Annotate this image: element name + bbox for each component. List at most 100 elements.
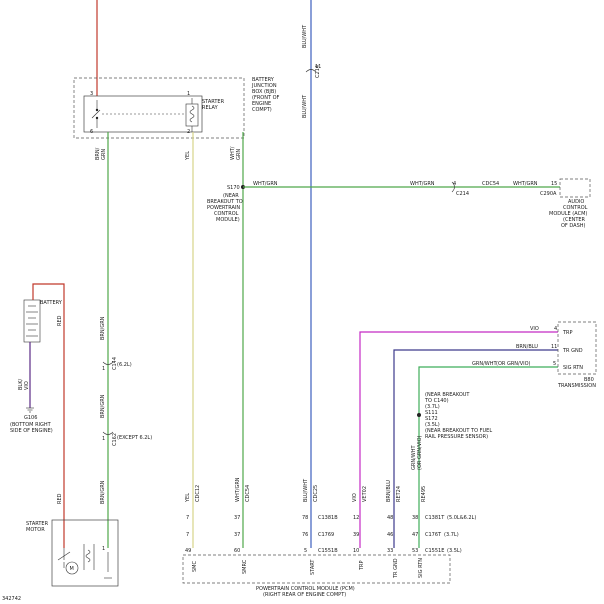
pin-r3-2: 5 [304, 548, 307, 554]
acm-label-1: CONTROL [563, 205, 588, 211]
g106-label: G106 [24, 415, 37, 421]
diagram-path [102, 361, 114, 365]
cdc54-h: CDC54 [482, 181, 499, 187]
pin-r3-1: 60 [234, 548, 240, 554]
c1381b: C1381B [318, 515, 338, 521]
bjb-label-3: (FRONT OF [252, 95, 280, 101]
pin-r2-4: 46 [387, 532, 393, 538]
wht-grn-h2: WHT/GRN [410, 181, 435, 187]
c1551e: C1551E [425, 548, 444, 554]
s172-2: (3.7L) [425, 404, 440, 410]
yel-label: YEL [185, 151, 191, 161]
blu-wht-top-label: BLU/WHT [302, 24, 308, 48]
c1551e-note: (3.5L) [447, 548, 462, 554]
bjb-label-4: ENGINE [252, 101, 271, 107]
s170-desc-4: MODULE) [216, 217, 240, 223]
pin-r3-5: 53 [412, 548, 418, 554]
c162-pin: 1 [102, 436, 105, 442]
s172-0: (NEAR BREAKOUT [425, 392, 470, 398]
s170-desc-2: POWERTRAIN [207, 205, 240, 211]
c144-pin: 1 [102, 366, 105, 372]
brn-grn-label-2: GRN [101, 149, 107, 160]
b80-label: B80 [584, 377, 594, 383]
tr-gnd-label: TR GND [562, 348, 583, 354]
diagram-rect [185, 103, 199, 127]
relay-pin-2: 2 [187, 129, 190, 135]
wht-grn-h1: WHT/GRN [253, 181, 278, 187]
diagram-circle [65, 561, 79, 575]
diagram-rect [73, 77, 245, 139]
s172-5: (3.5L) [425, 422, 440, 428]
pcm-wire-cdc25: CDC25 [313, 485, 319, 502]
c1769: C1769 [318, 532, 334, 538]
pin-r2-1: 37 [234, 532, 240, 538]
diagram-line [91, 109, 101, 119]
brn-grn-v1: BRN/GRN [100, 316, 106, 340]
relay-pin-3: 3 [90, 91, 93, 97]
splice-s172 [417, 413, 421, 417]
acm-label-3: (CENTER [563, 217, 586, 223]
c176t: C176T [425, 532, 442, 538]
brn-grn-v2: BRN/GRN [100, 394, 106, 418]
diagram-circle [95, 108, 99, 112]
transmission-b80: TRP TR GND SIG RTN B80 TRANSMISSION [557, 321, 597, 389]
blu-wht-mid-label: BLU/WHT [302, 94, 308, 118]
wht-grn-h3: WHT/GRN [513, 181, 538, 187]
bjb-label-2: BOX (BJB) [252, 89, 276, 95]
brn-blu-h: BRN/BLU [516, 344, 538, 350]
pcm-pin-smrc: SMRC [242, 559, 248, 574]
pin-5: 5 [553, 361, 556, 367]
g106-desc-1: SIDE OF ENGINE) [10, 428, 53, 434]
acm-label-2: MODULE (ACM) [549, 211, 587, 217]
c214-mid: C214 [456, 191, 469, 197]
diagram-circle [95, 116, 99, 120]
starter-motor-0: STARTER [26, 521, 49, 527]
pin-r2-3: 39 [353, 532, 359, 538]
c1381t: C1381T [425, 515, 445, 521]
wire-grn-wht [418, 366, 558, 548]
pin-r1-3: 12 [353, 515, 359, 521]
pcm-module: SMC SMRC START TRP TR GND SIG RTN POWERT… [182, 554, 451, 598]
s170-desc-3: CONTROL [214, 211, 239, 217]
s172-7: RAIL PRESSURE SENSOR) [425, 434, 488, 440]
trp-pin4: 4 [554, 326, 557, 332]
s172-4: S172 [425, 416, 438, 422]
wire-red-battery [32, 283, 65, 548]
pin-11: 11 [551, 344, 557, 350]
pcm-pin-trgnd: TR GND [393, 558, 399, 579]
pcm-pin-trp: TRP [359, 560, 365, 571]
pin-11-top: 11 [315, 64, 321, 70]
battery: BATTERY [23, 299, 63, 343]
diagram-rect [51, 519, 119, 587]
diagram-rect [182, 554, 451, 584]
s172-3: S111 [425, 410, 438, 416]
pcm-wire-vet02: VET02 [362, 486, 368, 502]
battery-label: BATTERY [40, 300, 63, 306]
pcm-wire-or-grn-vio: (OR GRN/VIO) [417, 435, 423, 470]
red-low: RED [57, 493, 63, 504]
diagram-rect [83, 95, 203, 133]
pcm-pin-start: START [310, 559, 316, 575]
s172-6: (NEAR BREAKOUT TO FUEL [425, 428, 492, 434]
brn-grn-label-1: BRN/ [95, 147, 101, 160]
pcm-title: POWERTRAIN CONTROL MODULE (PCM) [256, 586, 355, 592]
diagram-line [57, 551, 71, 561]
pcm-wire-blu-wht: BLU/WHT [303, 478, 309, 502]
c1551b: C1551B [318, 548, 338, 554]
ground-g106 [26, 407, 34, 413]
motor-pin1: 1 [102, 546, 105, 552]
diagram-path [451, 181, 455, 193]
bjb-label-1: JUNCTION [251, 83, 277, 89]
pin-r2-2: 76 [302, 532, 308, 538]
trp-label: TRP [562, 330, 573, 336]
acm-label-4: OF DASH) [561, 223, 586, 229]
c162-label: C162 [112, 433, 118, 446]
pcm-wire-wht-grn: WHT/GRN [235, 477, 241, 502]
relay-pin-1: 1 [187, 91, 190, 97]
relay-label-1: RELAY [202, 105, 219, 111]
sig-rtn-label: SIG RTN [563, 365, 583, 371]
pcm-pin-smc: SMC [192, 561, 198, 572]
s170-desc-1: BREAKOUT TO [207, 199, 243, 205]
c214-top-label: C214 [315, 65, 321, 78]
bjb-label-5: COMPT) [252, 107, 272, 113]
